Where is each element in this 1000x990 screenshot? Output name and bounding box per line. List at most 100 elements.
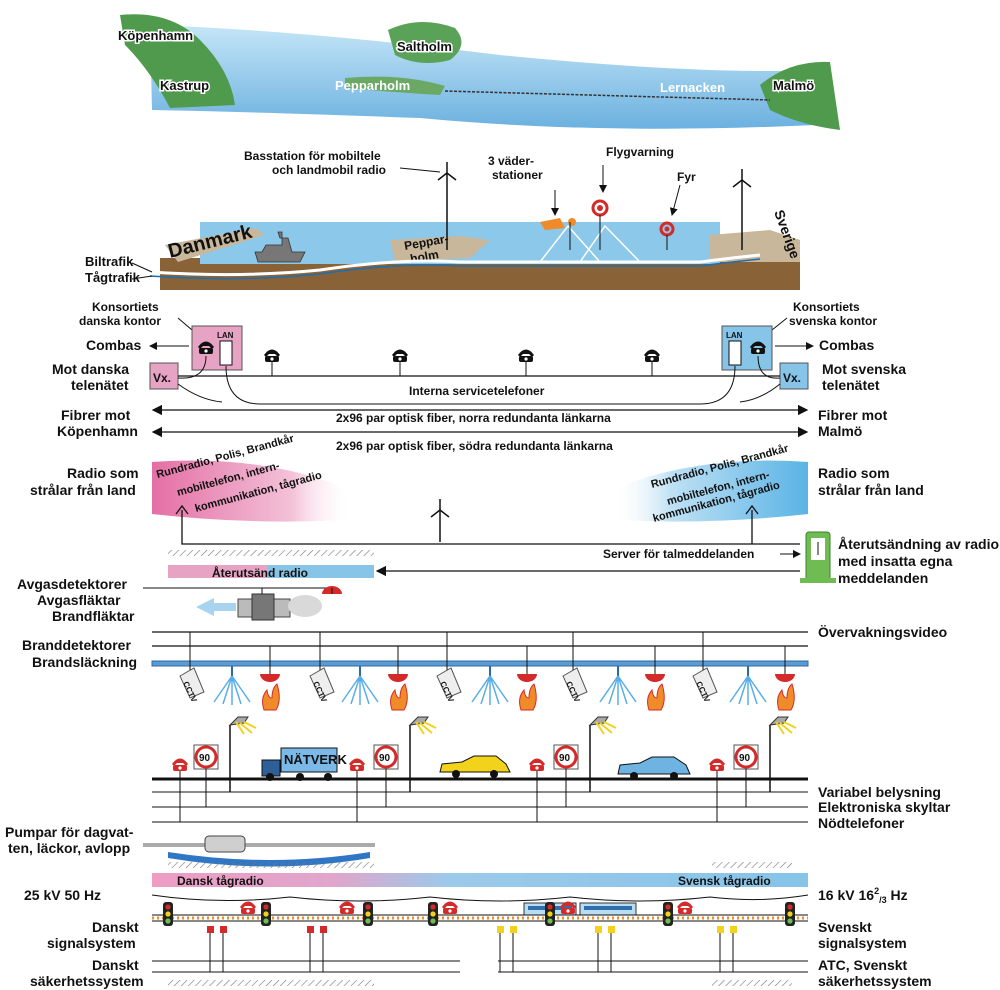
rail-phone-icon — [240, 901, 256, 914]
cctv-camera-icon — [436, 667, 462, 699]
map-bridge — [444, 90, 771, 101]
lamp-icon — [588, 716, 609, 726]
cctv-camera-icon — [179, 667, 205, 699]
rail-label-svensk-tagradio: Svensk tågradio — [678, 874, 771, 888]
sprinkler-spray-icon — [729, 675, 767, 705]
map-label-malmo: Malmö — [773, 78, 814, 93]
telecom-label-konsortiets-se-1: Konsortiets — [793, 300, 860, 314]
fire-icon — [777, 683, 795, 711]
dk-balise-icon — [220, 926, 227, 933]
signal-yellow-lamp — [665, 911, 671, 917]
telecom-label-fiber-norra: 2x96 par optisk fiber, norra redundanta … — [336, 411, 611, 425]
server-icon — [800, 531, 836, 583]
bridge-label-flygvarning: Flygvarning — [606, 145, 674, 159]
signal-green-lamp — [665, 918, 671, 924]
rail-hatch — [168, 980, 374, 986]
se-balise-icon — [730, 926, 737, 933]
dk-balise-icon — [207, 926, 214, 933]
telecom-label-konsortiets-dk-1: Konsortiets — [92, 300, 159, 314]
map-denmark-coast — [120, 14, 235, 109]
fire-detector-icon — [645, 674, 665, 682]
signal-yellow-lamp — [365, 911, 371, 917]
lamp-icon — [768, 716, 789, 726]
speed-sign-icon — [734, 745, 758, 769]
speed-sign-label: 90 — [379, 753, 391, 764]
telecom-label-fibrer-se-1: Fibrer mot — [818, 407, 888, 423]
connector — [739, 383, 781, 403]
catenary — [151, 894, 809, 902]
bridge-label-biltrafik: Biltrafik — [85, 254, 134, 269]
map-pepparholm — [345, 76, 445, 95]
telecom-label-konsortiets-se-2: svenska kontor — [789, 314, 877, 328]
radio-label-aterutsandning-3: meddelanden — [838, 570, 928, 586]
map-sweden-coast — [760, 61, 840, 130]
emergency-phone-icon — [709, 758, 725, 771]
service-phone-icon — [644, 349, 660, 362]
signal-green-lamp — [547, 918, 553, 924]
signal-green-lamp — [430, 918, 436, 924]
fire-icon — [262, 683, 280, 711]
fire-detector-icon — [775, 674, 795, 682]
connector — [177, 383, 223, 403]
se-balise-icon — [510, 926, 517, 933]
office-se-lan-label: LAN — [726, 331, 743, 340]
speed-sign-icon — [194, 745, 218, 769]
fire-icon — [390, 683, 408, 711]
speed-sign-icon — [374, 745, 398, 769]
tunnel-section: Avgasdetektorer Avgasfläktar Brandfläkta… — [17, 576, 947, 670]
fire-detector-icon — [388, 674, 408, 682]
rail-phone-icon — [677, 901, 693, 914]
map-water — [150, 25, 820, 129]
switch-vx-se-label: Vx. — [783, 371, 801, 385]
bridge-roadway — [149, 253, 761, 277]
train-icon — [523, 902, 637, 916]
sprinkler-pipe — [151, 660, 809, 667]
radio-label-server: Server för talmeddelanden — [603, 547, 754, 561]
bridge-mast-sweden-icon — [732, 168, 752, 213]
rail-phone-icon — [339, 901, 355, 914]
rail-label-danskt-sak-1: Danskt — [92, 957, 139, 973]
map-saltholm — [388, 21, 462, 64]
radio-label-se-2: strålar från land — [818, 482, 924, 498]
bridge-cable-stay-1 — [539, 224, 601, 263]
bridge-section: Danmark Peppar- holm Sverige — [85, 145, 804, 290]
cctv-camera-icon — [562, 667, 588, 699]
radio-label-aterutsandning-2: med insatta egna — [838, 553, 953, 569]
blue-car-icon — [617, 756, 691, 780]
telecom-label-mot-danska-1: Mot danska — [52, 361, 129, 377]
map-label-lernacken: Lernacken — [660, 80, 725, 95]
office-dk-lan-label: LAN — [217, 331, 234, 340]
se-balise-icon — [497, 926, 504, 933]
pump-icon — [204, 835, 246, 853]
signal-red-lamp — [665, 904, 671, 910]
map-label-pepparholm: Pepparholm — [335, 78, 410, 93]
signal-red-lamp — [365, 904, 371, 910]
dk-balise-icon — [307, 926, 314, 933]
telecom-label-combas-se: Combas — [819, 337, 874, 353]
speed-sign-label: 90 — [199, 753, 211, 764]
telecom-label-fibrer-se-2: Malmö — [818, 423, 862, 439]
tunnel-label-avgas-3: Brandfläktar — [52, 608, 135, 624]
telecom-label-combas-dk: Combas — [86, 337, 141, 353]
tunnel-label-avgas-2: Avgasfläktar — [37, 592, 121, 608]
emergency-phone-icon — [172, 758, 188, 771]
rail-label-svenskt-signal-1: Svenskt — [818, 919, 872, 935]
rail-label-svenskt-signal-2: signalsystem — [818, 935, 907, 951]
bridge-label-tagtrafik: Tågtrafik — [85, 270, 141, 285]
fire-detector-icon — [260, 674, 280, 682]
signal-red-lamp — [547, 904, 553, 910]
lamp-light-icon — [595, 721, 617, 735]
signal-red-lamp — [263, 904, 269, 910]
rail-label-atc-2: säkerhetssystem — [818, 973, 932, 989]
radio-cone-sweden — [611, 460, 808, 522]
se-balise-icon — [717, 926, 724, 933]
pump-hatch-se — [712, 862, 792, 868]
map-label-saltholm: Saltholm — [397, 39, 452, 54]
rail-label-danskt-sak-2: säkerhetssystem — [30, 973, 144, 989]
rail-hatch-se — [712, 980, 792, 986]
bridge-railway — [149, 258, 761, 280]
